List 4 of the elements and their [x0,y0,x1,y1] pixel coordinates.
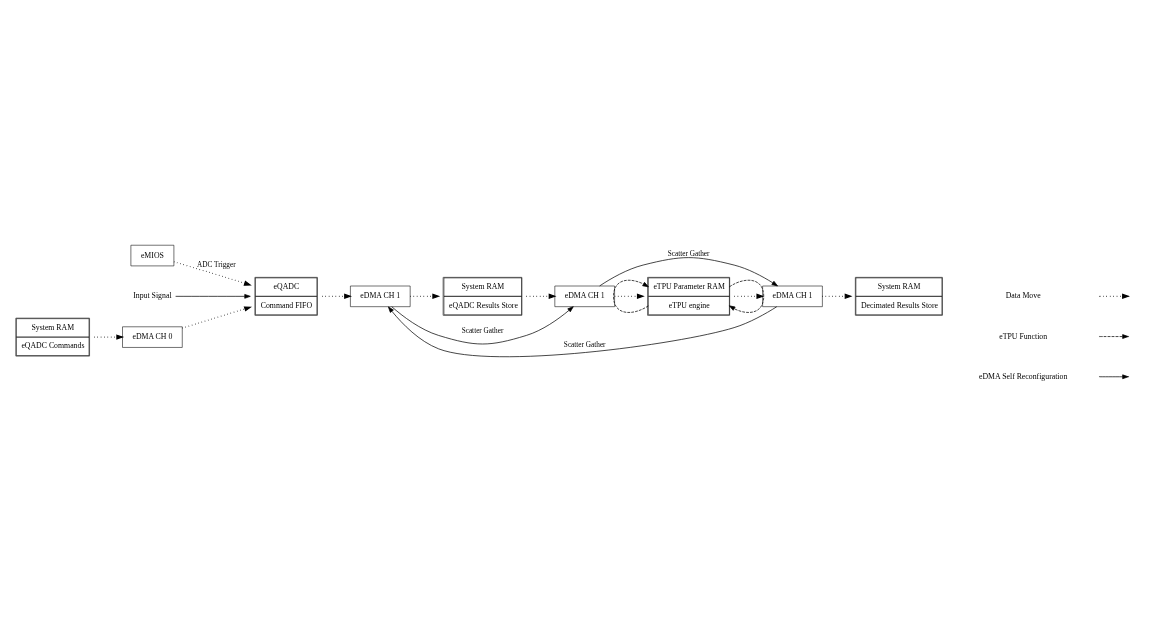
node-text: Input Signal [133,291,172,301]
legend-label: eTPU Function [999,331,1048,341]
legend-label: eDMA Self Reconfiguration [979,371,1068,381]
legend-label: Data Move [1005,291,1041,301]
